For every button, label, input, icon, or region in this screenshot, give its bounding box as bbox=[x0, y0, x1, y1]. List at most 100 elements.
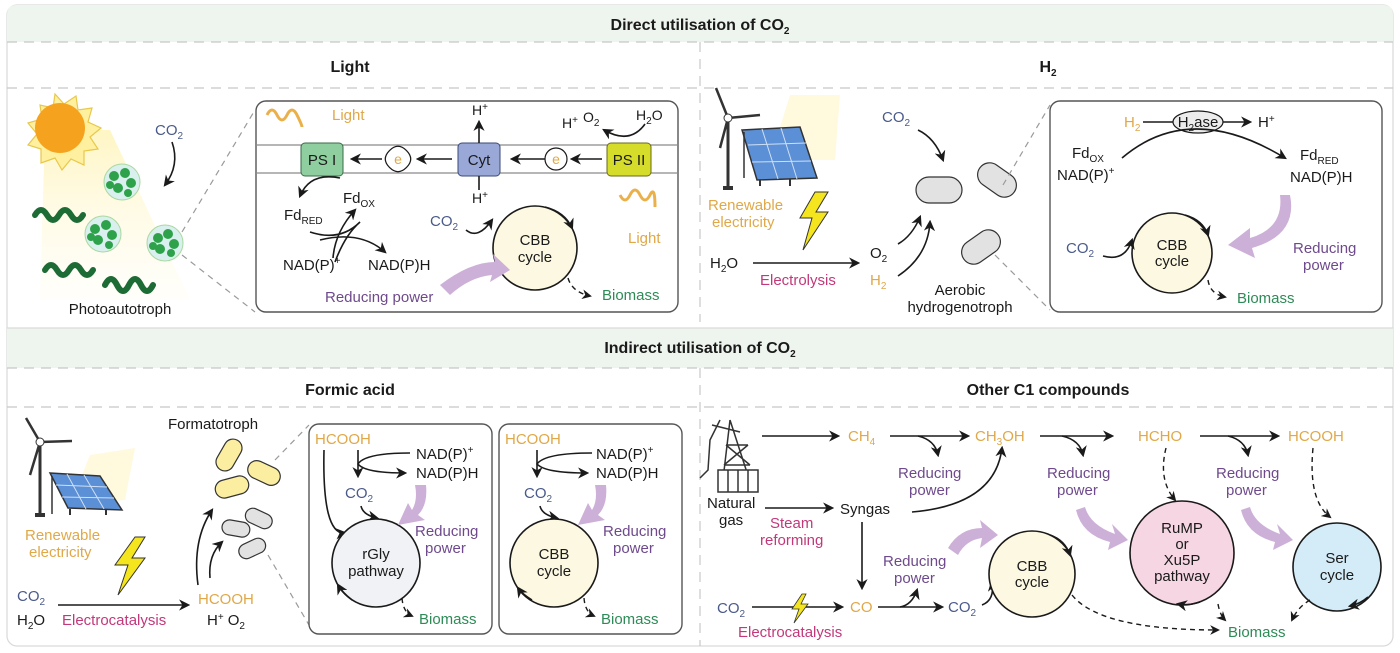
reducing-power-release-arrow bbox=[1227, 435, 1252, 458]
wind-turbine-icon bbox=[714, 87, 761, 190]
svg-text:PS I: PS I bbox=[308, 152, 336, 169]
proton-label: H+ bbox=[562, 115, 578, 131]
methanol-label: CH3OH bbox=[975, 428, 1025, 448]
reducing-power-label: power bbox=[1303, 257, 1344, 274]
reducing-power-arrow bbox=[1076, 507, 1128, 550]
section-header-indirect: Indirect utilisation of CO2 bbox=[7, 327, 1393, 368]
fd-red-label: FdRED bbox=[1300, 147, 1339, 167]
reduction-arrow bbox=[298, 176, 341, 199]
co2-label: CO2 bbox=[524, 485, 553, 505]
panel-title-other-c1: Other C1 compounds bbox=[967, 382, 1130, 399]
carbon-monoxide-label: CO bbox=[850, 599, 873, 616]
water-label: H2O bbox=[17, 612, 45, 632]
pathway-label: or bbox=[1175, 536, 1188, 553]
formate-assimilation-arrow bbox=[1311, 447, 1332, 519]
reducing-power-release-arrow bbox=[1061, 435, 1087, 458]
pathway-label: pathway bbox=[348, 563, 404, 580]
biomass-arrow bbox=[1215, 603, 1227, 622]
light-wave-icon bbox=[265, 108, 304, 128]
panel-other-c1: Natural gas CH4 Reducing power CH3OH Red… bbox=[699, 419, 1382, 641]
formate-assimilation-arrow bbox=[323, 449, 348, 540]
electron-carrier: e bbox=[544, 147, 568, 171]
section-title-direct: Direct utilisation of CO2 bbox=[611, 17, 790, 37]
uptake-arrow bbox=[195, 508, 214, 586]
svg-text:e: e bbox=[552, 151, 560, 167]
pathway-label: rGly bbox=[362, 546, 390, 563]
biomass-label: Biomass bbox=[1228, 624, 1286, 641]
fd-cycle-arrow bbox=[332, 208, 357, 259]
nadph-label: NAD(P)H bbox=[596, 465, 659, 482]
cycle-label: cycle bbox=[518, 249, 552, 266]
zoom-guide bbox=[1002, 104, 1051, 186]
byproduct-label: H+O2 bbox=[207, 612, 245, 632]
cycle-label: CBB bbox=[539, 546, 570, 563]
syngas-label: Syngas bbox=[840, 501, 890, 518]
co2-assimilation-arrow bbox=[539, 505, 560, 522]
renewable-electricity-label: Renewable bbox=[25, 527, 100, 544]
biomass-arrow bbox=[401, 597, 414, 618]
cyanobacteria-cell bbox=[84, 215, 122, 253]
zoom-guide bbox=[267, 554, 310, 626]
electrolysis-label: Electrolysis bbox=[760, 272, 836, 289]
fd-ox-label: FdOX bbox=[1072, 145, 1104, 165]
bacterium-cell bbox=[221, 519, 251, 538]
fd-ox-label: FdOX bbox=[343, 190, 375, 210]
light-label: Light bbox=[628, 230, 661, 247]
formic-acid-label: HCOOH bbox=[315, 431, 371, 448]
reducing-power-arrow bbox=[440, 254, 510, 295]
natural-gas-label: Natural bbox=[707, 495, 755, 512]
uptake-arrow bbox=[208, 540, 224, 579]
co2-assimilation-arrow bbox=[360, 505, 380, 522]
hydrogen-label: H2 bbox=[870, 272, 887, 292]
cycle-label: cycle bbox=[1155, 253, 1189, 270]
cbb-cycle bbox=[492, 205, 578, 291]
renewable-electricity-label: electricity bbox=[29, 544, 92, 561]
reducing-power-arrow bbox=[578, 485, 607, 525]
lightning-icon bbox=[791, 593, 809, 624]
cycle-arrow bbox=[516, 586, 533, 601]
sun-icon bbox=[26, 92, 103, 172]
co2-label: CO2 bbox=[948, 599, 977, 619]
reducing-power-label: Reducing bbox=[1216, 465, 1279, 482]
cycle-arrow bbox=[1175, 600, 1201, 612]
zoom-guide bbox=[274, 424, 310, 461]
methane-label: CH4 bbox=[848, 428, 876, 448]
co2-label: CO2 bbox=[430, 213, 459, 233]
reducing-power-label: Reducing bbox=[883, 553, 946, 570]
cycle-arrow bbox=[336, 583, 353, 601]
filament-icon bbox=[102, 276, 156, 294]
cycle-label: cycle bbox=[537, 563, 571, 580]
filament-icon bbox=[32, 207, 86, 223]
cycle-label: cycle bbox=[1320, 567, 1354, 584]
zoom-guide bbox=[994, 254, 1051, 311]
cbb-cycle bbox=[988, 530, 1076, 618]
nadp-plus-label: NAD(P)+ bbox=[1057, 166, 1115, 184]
steam-reforming-label: reforming bbox=[760, 532, 823, 549]
oxygen-label: O2 bbox=[870, 245, 888, 265]
electron-carrier: e bbox=[384, 145, 412, 173]
formic-acid-label: HCOOH bbox=[1288, 428, 1344, 445]
cycle-arrow bbox=[1049, 534, 1073, 558]
sunlight-beam bbox=[40, 130, 190, 300]
electrocatalysis-label: Electrocatalysis bbox=[62, 612, 166, 629]
light-wave-icon bbox=[618, 188, 657, 208]
proton-label: H+ bbox=[472, 190, 488, 206]
wind-turbine-icon bbox=[24, 417, 73, 517]
svg-text:PS II: PS II bbox=[613, 152, 646, 169]
bacterium-cell bbox=[915, 176, 963, 204]
reducing-power-arrow bbox=[398, 485, 427, 525]
co2-uptake-arrow bbox=[163, 141, 176, 187]
organism-label: Photoautotroph bbox=[69, 301, 172, 318]
organism-label: hydrogenotroph bbox=[907, 299, 1012, 316]
lightning-icon bbox=[114, 536, 146, 596]
svg-text:Cyt: Cyt bbox=[468, 152, 491, 169]
cbb-cycle bbox=[509, 518, 599, 608]
biomass-arrow bbox=[1071, 594, 1220, 635]
proton-label: H+ bbox=[1258, 114, 1275, 131]
photosystem-i bbox=[300, 142, 344, 177]
solar-panel-icon bbox=[741, 126, 819, 186]
formic-acid-label: HCOOH bbox=[505, 431, 561, 448]
formaldehyde-assimilation-arrow bbox=[1162, 447, 1177, 502]
fd-cycle-arrow bbox=[309, 221, 361, 263]
